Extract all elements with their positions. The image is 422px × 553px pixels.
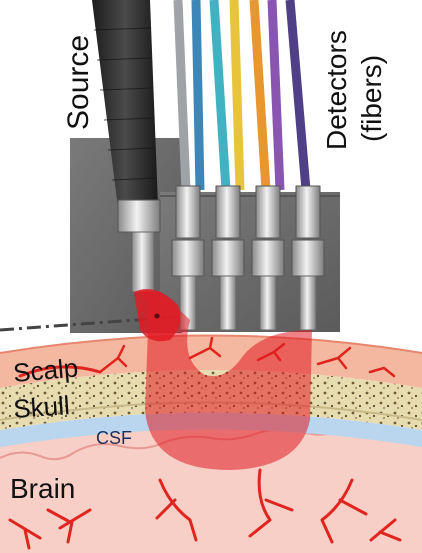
detector-fiber bbox=[173, 0, 191, 191]
source-cable bbox=[92, 0, 158, 208]
source-label: Source bbox=[62, 35, 95, 130]
detector-connector bbox=[291, 185, 325, 331]
detectors-sublabel: (fibers) bbox=[356, 55, 387, 142]
detector-fiber bbox=[285, 0, 311, 191]
detector-fibers bbox=[173, 0, 311, 191]
detector-fiber bbox=[249, 0, 271, 191]
scalp-label: Scalp bbox=[12, 352, 79, 388]
tissue-layers bbox=[0, 334, 422, 553]
csf-label: CSF bbox=[96, 428, 132, 448]
brain-label: Brain bbox=[10, 473, 75, 504]
detectors-label: Detectors bbox=[321, 30, 352, 150]
detector-fiber bbox=[267, 0, 285, 191]
scalp-layer bbox=[0, 335, 422, 388]
csf-layer bbox=[0, 412, 422, 447]
source-connector-top bbox=[117, 199, 161, 233]
brain-layer bbox=[0, 427, 422, 553]
detector-connectors bbox=[171, 185, 325, 331]
detector-fiber bbox=[191, 0, 205, 191]
photon-banana bbox=[140, 290, 312, 470]
detector-fiber bbox=[209, 0, 231, 191]
source-ferrule bbox=[131, 231, 155, 293]
detector-connector bbox=[211, 185, 245, 331]
reference-dashed-line bbox=[0, 314, 191, 332]
detector-fiber bbox=[229, 0, 245, 191]
light-path bbox=[134, 288, 312, 470]
skull-label: Skull bbox=[12, 390, 70, 424]
detector-connector bbox=[251, 185, 285, 331]
source-fiber bbox=[92, 0, 161, 293]
scalp-edge bbox=[0, 334, 422, 354]
